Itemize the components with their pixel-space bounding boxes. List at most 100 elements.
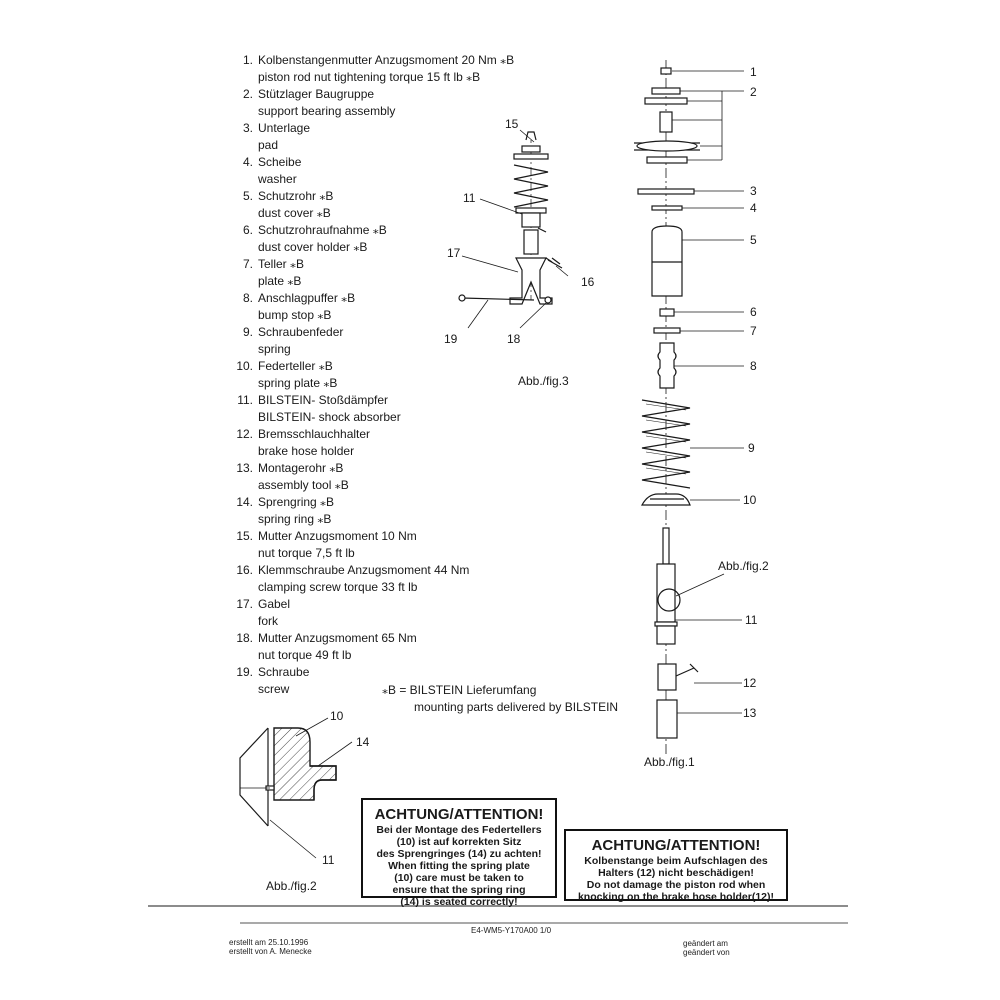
- changed-by: geändert von: [683, 948, 730, 957]
- part-number: 8.: [242, 291, 253, 305]
- fig1-label-2: 2: [750, 85, 757, 99]
- warning-title: ACHTUNG/ATTENTION!: [591, 837, 761, 854]
- part-name-german: Schutzrohr ⁎B: [258, 189, 334, 203]
- part-name-english: piston rod nut tightening torque 15 ft l…: [258, 70, 481, 84]
- part-number: 17.: [236, 597, 253, 611]
- part-name-german: Unterlage: [258, 121, 311, 135]
- part-number: 14.: [236, 495, 253, 509]
- fig1-label-11: 11: [745, 613, 758, 627]
- fig3-caption: Abb./fig.3: [518, 374, 569, 388]
- document-number: E4-WM5-Y170A00 1/0: [471, 926, 552, 935]
- part-name-english: brake hose holder: [258, 444, 355, 458]
- legend-line-1: ⁎B = BILSTEIN Lieferumfang: [382, 683, 537, 697]
- fig1-label-3: 3: [750, 184, 757, 198]
- fig1-label-10: 10: [743, 493, 757, 507]
- part-number: 9.: [242, 325, 253, 339]
- part-number: 3.: [242, 121, 253, 135]
- part-number: 4.: [242, 155, 253, 169]
- fig1-label-4: 4: [750, 201, 757, 215]
- fig3-label-16: 16: [581, 275, 595, 289]
- part-name-english: pad: [258, 138, 279, 152]
- part-10-spring-plate: [640, 493, 691, 506]
- part-name-german: Schraube: [258, 665, 310, 679]
- part-2-support-bearing: [634, 87, 700, 164]
- fig3-assembled-strut: [458, 129, 569, 329]
- part-row: 3. Unterlage pad: [231, 120, 551, 154]
- part-name-english: clamping screw torque 33 ft lb: [258, 580, 418, 594]
- part-name-german: Federteller ⁎B: [258, 359, 333, 373]
- part-12-brake-hose-holder: [657, 663, 699, 691]
- part-name-english: nut torque 7,5 ft lb: [258, 546, 355, 560]
- parts-list: 1.Kolbenstangenmutter Anzugsmoment 20 Nm…: [231, 52, 551, 698]
- fig2-detail-section: [239, 717, 353, 859]
- warning-line: ensure that the spring ring: [392, 884, 526, 896]
- fig1-label-7: 7: [750, 324, 757, 338]
- part-name-german: Teller ⁎B: [258, 257, 305, 271]
- fig3-label-19: 19: [444, 332, 458, 346]
- fig1-label-9: 9: [748, 441, 755, 455]
- fig3-label-17: 17: [447, 246, 461, 260]
- part-row: 2. Stützlager Baugruppe support bearing as…: [231, 86, 551, 120]
- warning-title: ACHTUNG/ATTENTION!: [374, 806, 544, 823]
- part-name-english: dust cover holder ⁎B: [258, 240, 368, 254]
- part-name-english: support bearing assembly: [258, 104, 396, 118]
- part-9-spring: [641, 399, 691, 489]
- part-5-dust-cover: [651, 225, 683, 297]
- part-number: 6.: [242, 223, 253, 237]
- part-name-german: Montagerohr ⁎B: [258, 461, 344, 475]
- part-name-german: Schutzrohraufnahme ⁎B: [258, 223, 387, 237]
- part-name-german: Klemmschraube Anzugsmoment 44 Nm: [258, 563, 470, 577]
- warning-line: When fitting the spring plate: [388, 860, 530, 872]
- part-number: 11.: [237, 393, 253, 407]
- part-number: 19.: [236, 665, 253, 679]
- part-number: 5.: [242, 189, 253, 203]
- part-number: 10.: [236, 359, 253, 373]
- fig3-label-15: 15: [505, 117, 519, 131]
- part-name-english: BILSTEIN- shock absorber: [258, 410, 401, 424]
- warning-line: knocking on the brake hose holder(12)!: [577, 891, 775, 903]
- fig1-label-1: 1: [750, 65, 757, 79]
- part-name-english: spring plate ⁎B: [258, 376, 338, 390]
- fig1-detail-ref: Abb./fig.2: [718, 559, 769, 573]
- part-name-english: washer: [258, 172, 297, 186]
- part-name-german: BILSTEIN- Stoßdämpfer: [258, 393, 389, 407]
- fig3-label-11: 11: [463, 191, 476, 205]
- fig2-caption: Abb./fig.2: [266, 879, 317, 893]
- created-on: erstellt am 25.10.1996: [229, 938, 309, 947]
- part-name-german: Sprengring ⁎B: [258, 495, 335, 509]
- part-number: 18.: [236, 631, 253, 645]
- part-name-german: Gabel: [258, 597, 291, 611]
- fig2-leader-lines: [269, 717, 353, 859]
- part-number: 12.: [236, 427, 253, 441]
- fig2-label-14: 14: [356, 735, 370, 749]
- part-row: 10. Federteller ⁎B spring plate ⁎B: [231, 358, 551, 392]
- fig3-label-18: 18: [507, 332, 521, 346]
- warning-line: Bei der Montage des Federtellers: [376, 824, 542, 836]
- fig1-label-6: 6: [750, 305, 757, 319]
- part-number: 1.: [242, 53, 253, 67]
- part-number: 2.: [242, 87, 253, 101]
- fig2-label-11: 11: [322, 853, 335, 867]
- fig3-leader-lines: [461, 129, 569, 329]
- part-name-german: Stützlager Baugruppe: [258, 87, 375, 101]
- part-7-plate: [653, 327, 681, 334]
- fig2-label-10: 10: [330, 709, 344, 723]
- warning-line: Do not damage the piston rod when: [586, 879, 766, 891]
- warning-line: (10) ist auf korrekten Sitz: [396, 836, 522, 848]
- warning-line: Kolbenstange beim Aufschlagen des: [584, 855, 768, 867]
- part-4-washer: [651, 205, 683, 211]
- fig1-exploded-view: [634, 60, 744, 755]
- fig1-label-8: 8: [750, 359, 757, 373]
- part-name-english: screw: [258, 682, 290, 696]
- part-6-dust-cover-holder: [659, 308, 675, 317]
- part-name-english: bump stop ⁎B: [258, 308, 332, 322]
- fig1-caption: Abb./fig.1: [644, 755, 695, 769]
